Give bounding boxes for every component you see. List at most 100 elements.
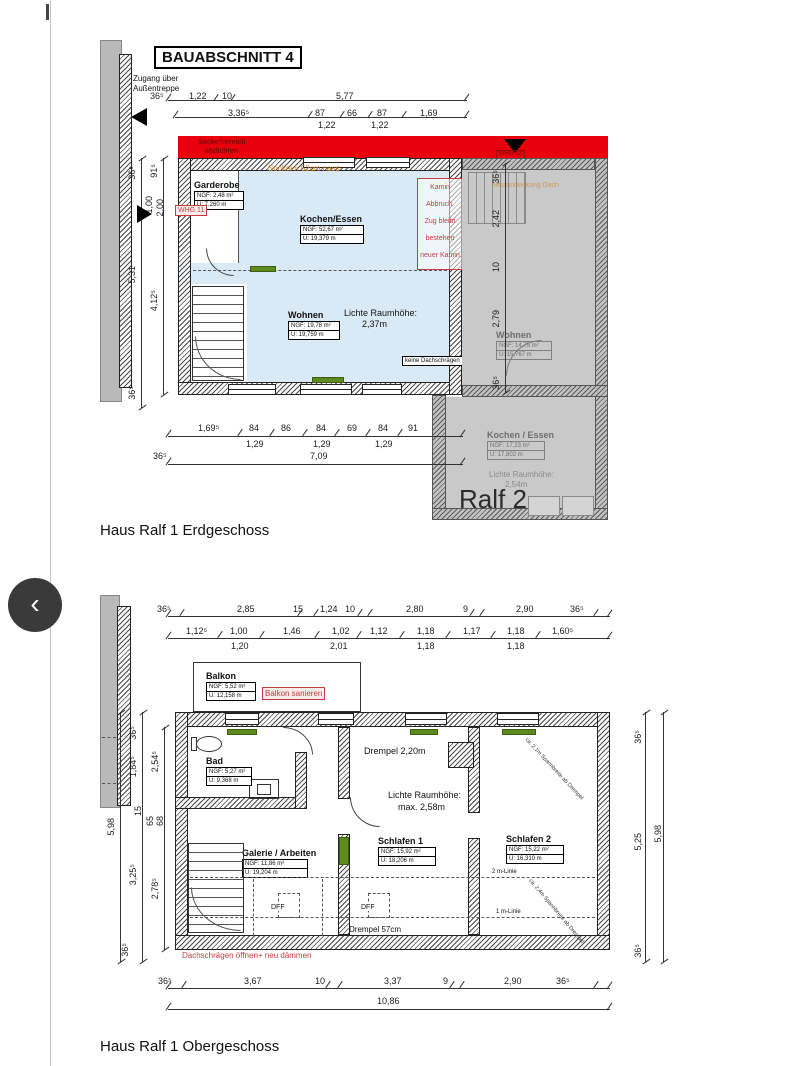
dim-tick <box>593 608 599 617</box>
dim-tick <box>313 608 319 617</box>
dim-label: 2,78⁵ <box>150 878 160 900</box>
dim-tick <box>334 428 340 437</box>
back-button[interactable]: ‹ <box>8 578 62 632</box>
room-ngf: NGF: 14,75 m² <box>499 343 539 349</box>
toilet-fixture <box>196 736 222 752</box>
dim-label: 2,42 <box>491 210 501 228</box>
room-ralf2-kochen: Kochen / Essen NGF: 17,23 m² U: 17,802 m <box>487 430 554 460</box>
room-wohnen: Wohnen NGF: 19,78 m² U: 19,759 m <box>288 310 340 340</box>
dim-label: 1,29 <box>313 439 331 449</box>
room-u: U: 19,204 m <box>243 868 307 877</box>
dimension-line <box>141 158 142 408</box>
dim-label: 1,02 <box>332 626 350 636</box>
kamin-line: Abbruch, <box>425 201 455 208</box>
window <box>405 713 447 725</box>
dim-label: 1,29 <box>246 439 264 449</box>
window <box>497 713 539 725</box>
dim-label: 69 <box>347 423 358 433</box>
dim-label: 1,22 <box>189 91 207 101</box>
dim-tick <box>479 608 485 617</box>
room-galerie: Galerie / Arbeiten NGF: 11,86 m² U: 19,2… <box>242 848 316 878</box>
window <box>228 384 276 395</box>
toilet-tank <box>191 737 197 751</box>
dim-label: 2,54⁵ <box>150 751 160 773</box>
dimension-line <box>168 616 610 617</box>
dim-label: 36⁵ <box>633 944 643 958</box>
dim-label: 3,37 <box>384 976 402 986</box>
dim-tick <box>217 630 223 639</box>
dim-label: 36⁵ <box>120 943 130 957</box>
dimension-line <box>663 712 664 962</box>
drempel-top-note: Drempel 2,20m <box>364 746 426 756</box>
shower-drain <box>257 784 271 795</box>
dim-label: 1,18 <box>507 641 525 651</box>
page-divider-line <box>50 0 51 1066</box>
dim-tick <box>357 608 363 617</box>
room-ngf: NGF: 15,22 m² <box>509 847 549 853</box>
wall-segment <box>295 752 307 809</box>
dim-label: 65 <box>145 816 155 827</box>
dim-tick <box>237 428 243 437</box>
removed-wall-dashed <box>193 270 447 271</box>
dim-tick <box>490 630 496 639</box>
wall-segment <box>175 797 307 809</box>
dim-tick <box>397 428 403 437</box>
dimension-line <box>142 712 143 962</box>
room-name: Schlafen 1 <box>378 836 424 846</box>
room-name: Schlafen 2 <box>506 834 552 844</box>
dimension-line <box>120 712 121 962</box>
kitchen-fixture <box>528 496 560 516</box>
room-name: Balkon <box>206 671 237 681</box>
room-name: Wohnen <box>288 310 324 320</box>
dim-label: 1,20 <box>231 641 249 651</box>
window <box>300 384 352 395</box>
wall-segment-grey <box>595 158 608 520</box>
sockel-note: Sockel h 52cm nass <box>268 164 340 173</box>
dim-tick <box>356 630 362 639</box>
dimension-line <box>168 638 610 639</box>
roof-grid-line <box>322 879 323 936</box>
dim-label: 1,12⁵ <box>186 626 208 636</box>
room-ngf: NGF: 15,92 m² <box>381 849 421 855</box>
room-ngf: NGF: 2,48 m² <box>197 193 234 199</box>
room-area-table: NGF: 11,86 m² U: 19,204 m <box>242 859 308 878</box>
dim-label: 84 <box>249 423 260 433</box>
dim-label: 1,17 <box>463 626 481 636</box>
dim-tick <box>337 980 343 989</box>
dim-label: 15 <box>293 604 304 614</box>
dff-label: DFF <box>361 904 375 911</box>
roof-grid-line <box>253 879 254 936</box>
dim-tick <box>593 980 599 989</box>
chimney <box>448 742 474 768</box>
dimension-line <box>505 163 506 393</box>
room-name: Kochen / Essen <box>487 430 555 440</box>
wall-segment <box>175 712 188 950</box>
window <box>366 157 410 168</box>
dim-label: 1,84⁵ <box>128 756 138 778</box>
dff-label: DFF <box>271 904 285 911</box>
down-arrow-icon <box>504 139 526 153</box>
dim-tick <box>469 608 475 617</box>
dim-label: 3,25⁵ <box>128 864 138 886</box>
dim-tick <box>302 428 308 437</box>
room-u: U: 9,368 m <box>207 776 251 785</box>
dim-tick <box>367 608 373 617</box>
lintel <box>339 837 349 865</box>
ralf2-raumhoehe-value: 2,54m <box>505 480 528 489</box>
corner-mark <box>46 4 49 20</box>
banner-text-line1: Sockelbereich <box>198 139 246 146</box>
room-u: U: 19,759 m <box>289 330 339 339</box>
dim-label: 36⁵ <box>570 604 584 614</box>
dim-label: 1,69⁵ <box>198 423 220 433</box>
room-ngf: NGF: 19,78 m² <box>291 323 331 329</box>
wall-segment <box>468 727 480 813</box>
room-schlafen2: Schlafen 2 NGF: 15,22 m² U: 16,310 m <box>506 834 564 864</box>
marker-dash <box>102 783 116 784</box>
plan-title: BAUABSCHNITT 4 <box>154 46 302 69</box>
room-area-table: NGF: 5,27 m² U: 9,368 m <box>206 767 252 786</box>
room-u: U: 16,310 m <box>507 854 563 863</box>
dim-label: 1,12 <box>370 626 388 636</box>
dim-label: 84 <box>378 423 389 433</box>
neighbor-wall-hatch <box>119 54 132 388</box>
